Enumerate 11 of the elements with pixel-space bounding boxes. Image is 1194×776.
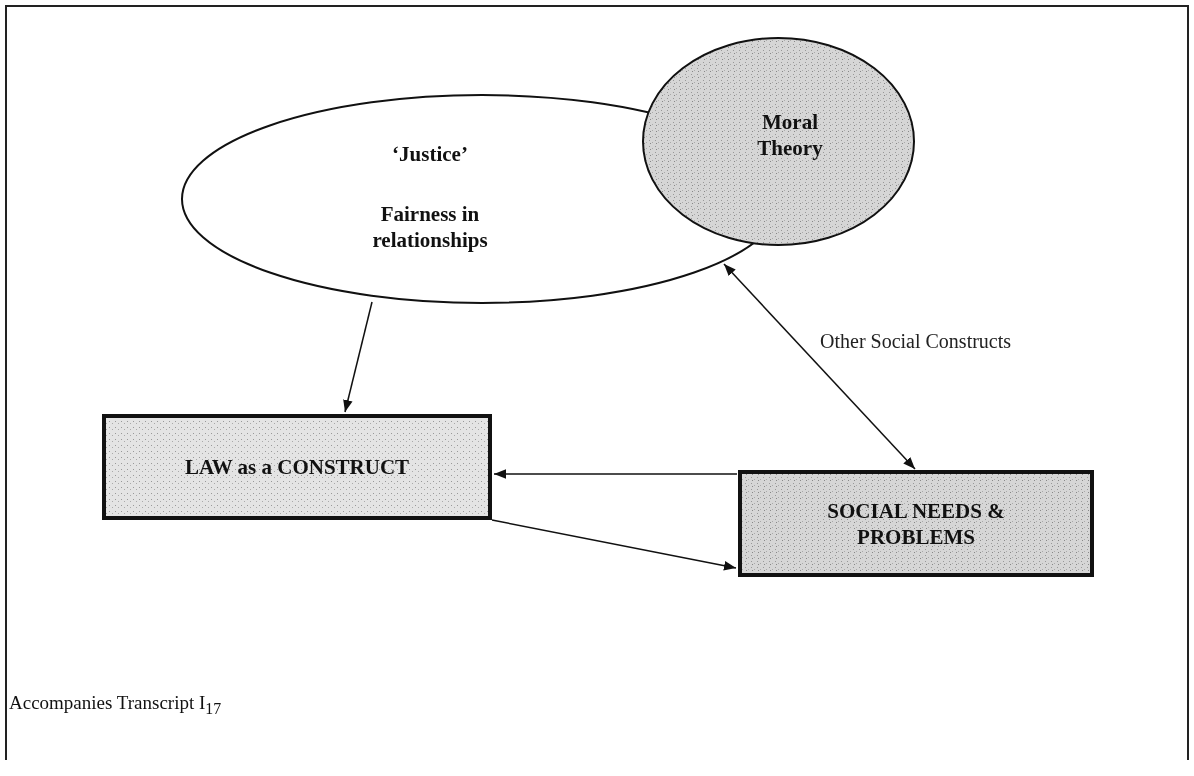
arrow (723, 263, 916, 470)
edge-label: Other Social Constructs (820, 330, 1012, 353)
node-text: LAW as a CONSTRUCT (183, 454, 411, 481)
node-text: Fairness in relationships (371, 201, 489, 254)
node-text: SOCIAL NEEDS & PROBLEMS (826, 498, 1006, 551)
note-text: Accompanies Transcript I$_{17}$ (9, 692, 222, 718)
arrow (493, 469, 738, 479)
node-heading: ‘Justice’ (391, 141, 469, 168)
node-text: Moral Theory (756, 109, 824, 162)
arrow (491, 519, 737, 571)
arrow (343, 301, 373, 413)
